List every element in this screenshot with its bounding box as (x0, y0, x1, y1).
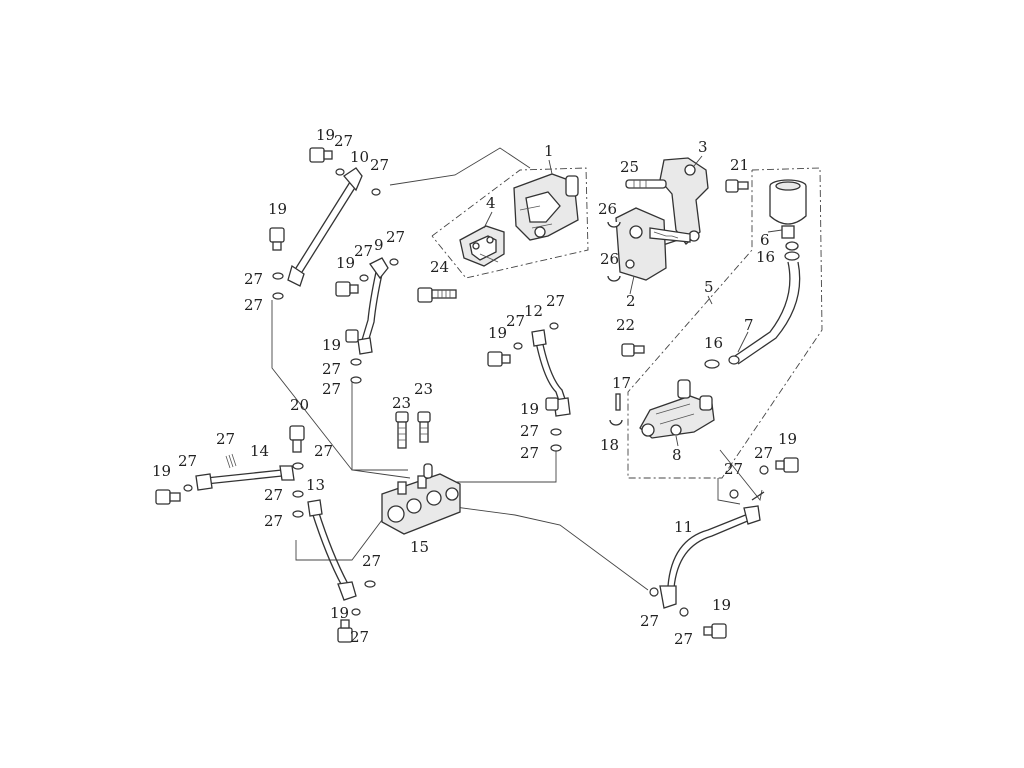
label-part-27-w: 27 (754, 444, 773, 462)
label-part-27-i: 27 (506, 312, 525, 330)
brake-caliper (513, 173, 579, 241)
brake-hose-13 (307, 499, 357, 601)
hose-routing-lines (271, 147, 763, 591)
label-part-27-v: 27 (724, 460, 743, 478)
banjo-bolt-20 (289, 425, 305, 453)
label-part-19-j: 19 (778, 430, 797, 448)
label-part-5: 5 (704, 278, 714, 296)
label-part-26-a: 26 (598, 200, 617, 218)
hose-clamps (704, 251, 800, 369)
brake-pedal-plate (615, 207, 691, 281)
label-part-4: 4 (486, 194, 496, 212)
part-number-labels: 1 2 3 4 5 6 7 8 9 10 11 12 13 14 15 16 1… (152, 126, 797, 648)
master-cylinder (639, 379, 715, 439)
label-part-19-i: 19 (712, 596, 731, 614)
banjo-bolts (155, 147, 799, 643)
label-part-27-j: 27 (546, 292, 565, 310)
brake-hose-12 (531, 329, 571, 417)
label-part-1: 1 (544, 142, 554, 160)
fluid-reservoir (769, 179, 807, 251)
label-part-25: 25 (620, 158, 639, 176)
label-part-12: 12 (524, 302, 543, 320)
label-part-19-e: 19 (488, 324, 507, 342)
label-part-19-d: 19 (322, 336, 341, 354)
label-part-2: 2 (626, 292, 636, 310)
label-part-17: 17 (612, 374, 631, 392)
label-part-26-b: 26 (600, 250, 619, 268)
label-part-19-g: 19 (152, 462, 171, 480)
label-part-27-q: 27 (264, 512, 283, 530)
label-part-13: 13 (306, 476, 325, 494)
label-part-19-f: 19 (520, 400, 539, 418)
clevis-pin (609, 393, 623, 426)
label-part-8: 8 (672, 446, 682, 464)
label-part-14: 14 (250, 442, 269, 460)
label-part-22: 22 (616, 316, 635, 334)
label-part-27-l: 27 (520, 444, 539, 462)
label-part-11: 11 (674, 518, 693, 536)
bracket-bolts (621, 179, 749, 357)
master-cylinder-assembly-outline (627, 167, 823, 479)
label-part-27-p: 27 (264, 486, 283, 504)
label-part-27-e: 27 (354, 242, 373, 260)
label-part-27-d: 27 (244, 296, 263, 314)
label-part-18: 18 (600, 436, 619, 454)
label-part-27-u: 27 (674, 630, 693, 648)
label-part-27-b: 27 (370, 156, 389, 174)
brake-distribution-block (381, 463, 461, 535)
caliper-assembly-outline (431, 167, 589, 279)
rear-brake-hose (659, 491, 765, 609)
label-part-27-n: 27 (178, 452, 197, 470)
label-part-19-a: 19 (316, 126, 335, 144)
label-part-27-m: 27 (216, 430, 235, 448)
retaining-clips (607, 221, 621, 282)
label-part-20: 20 (290, 396, 309, 414)
reservoir-hose (728, 261, 801, 365)
label-part-21: 21 (730, 156, 749, 174)
label-part-23-a: 23 (392, 394, 411, 412)
brake-pads (459, 225, 505, 267)
label-part-19-h: 19 (330, 604, 349, 622)
label-part-27-r: 27 (362, 552, 381, 570)
label-part-27-c: 27 (244, 270, 263, 288)
label-part-16-b: 16 (704, 334, 723, 352)
block-mounting-bolts (395, 411, 431, 449)
label-part-27-g: 27 (322, 360, 341, 378)
label-part-15: 15 (410, 538, 429, 556)
label-part-27-a: 27 (334, 132, 353, 150)
callout-leader-lines (483, 155, 783, 447)
label-part-27-f: 27 (386, 228, 405, 246)
label-part-10: 10 (350, 148, 369, 166)
label-part-27-k: 27 (520, 422, 539, 440)
brake-hose-9 (357, 257, 389, 355)
label-part-27-s: 27 (350, 628, 369, 646)
label-part-7: 7 (744, 316, 754, 334)
label-part-6: 6 (760, 231, 770, 249)
label-part-9: 9 (374, 236, 384, 254)
front-left-brake-hose (287, 167, 363, 287)
label-part-3: 3 (698, 138, 708, 156)
brake-hose-14 (195, 465, 295, 491)
label-part-27-h: 27 (322, 380, 341, 398)
label-part-23-b: 23 (414, 380, 433, 398)
label-part-19-b: 19 (268, 200, 287, 218)
label-part-16-a: 16 (756, 248, 775, 266)
caliper-mounting-bolt (417, 287, 457, 303)
sealing-washers (183, 168, 769, 617)
label-part-19-c: 19 (336, 254, 355, 272)
label-part-27-t: 27 (640, 612, 659, 630)
label-part-27-o: 27 (314, 442, 333, 460)
label-part-24: 24 (430, 258, 449, 276)
